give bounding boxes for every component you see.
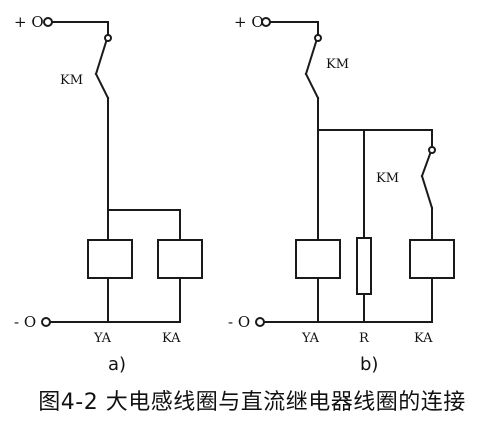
b-top-wire xyxy=(269,21,319,35)
a-top-wire xyxy=(51,21,109,35)
a-branch-wire xyxy=(107,209,181,241)
b-ka-label: KA xyxy=(414,331,433,346)
a-ya-coil xyxy=(87,239,133,279)
b-km-contact-top xyxy=(304,40,318,76)
figure-caption: 图4-2 大电感线圈与直流继电器线圈的连接 xyxy=(38,390,466,415)
b-ka-coil xyxy=(409,239,455,279)
figure-b: + O KM KM - O YA R KA xyxy=(228,13,455,375)
b-km-right-pivot xyxy=(428,146,436,154)
a-ya-label: YA xyxy=(93,331,112,346)
b-sub-label: b) xyxy=(360,354,378,375)
b-km-contact-blade xyxy=(304,72,320,100)
a-km-contact-pivot xyxy=(104,34,112,42)
b-plus-terminal-label: + O xyxy=(234,13,264,31)
b-resistor xyxy=(356,237,372,295)
b-km-right-top xyxy=(420,152,432,178)
a-ka-label: KA xyxy=(162,331,181,346)
circuit-diagram: + O KM - O YA KA a) + O xyxy=(14,13,455,375)
a-km-contact-blade xyxy=(94,72,110,100)
a-ka-coil xyxy=(157,239,203,279)
b-plus-terminal xyxy=(261,17,271,27)
a-plus-terminal xyxy=(43,17,53,27)
a-km-contact-top xyxy=(94,40,108,76)
figure-a: + O KM - O YA KA a) xyxy=(14,13,203,375)
b-km-right-blade xyxy=(420,174,434,210)
b-minus-terminal xyxy=(255,317,265,327)
a-minus-terminal xyxy=(41,317,51,327)
b-r-label: R xyxy=(359,331,370,346)
b-ya-label: YA xyxy=(301,331,320,346)
b-upper-bus xyxy=(317,129,433,147)
b-km-top-label: KM xyxy=(326,57,349,72)
a-sub-label: a) xyxy=(108,354,126,375)
b-ya-coil xyxy=(295,239,341,279)
a-minus-terminal-label: - O xyxy=(14,313,36,331)
b-minus-terminal-label: - O xyxy=(228,313,250,331)
a-km-label: KM xyxy=(60,73,83,88)
a-plus-terminal-label: + O xyxy=(14,13,44,31)
b-km-contact-pivot xyxy=(314,34,322,42)
b-km-right-label: KM xyxy=(376,171,399,186)
